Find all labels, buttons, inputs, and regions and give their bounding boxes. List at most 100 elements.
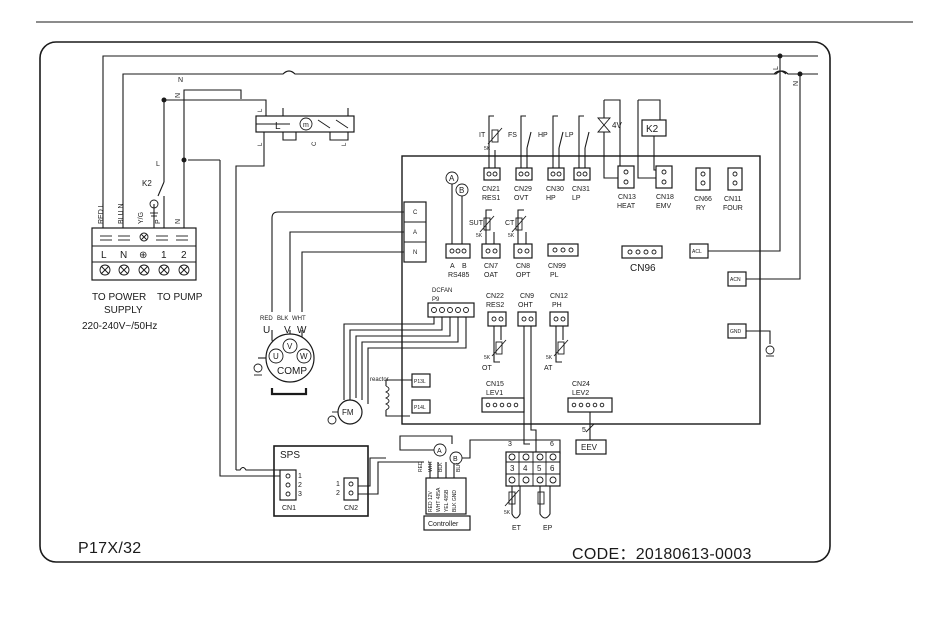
cap-terminals: C A N [403,201,427,263]
cn7-fn-label: OAT [484,272,499,279]
sensor-it-5k: 5K [484,146,491,152]
cn66-cn11: CN66 RY CN11 FOUR [694,167,743,212]
cn12-sensor: CN12 PH 5K AT [544,293,569,372]
comp-u-mark: U [273,352,279,361]
cn31-fn-label: LP [572,195,581,202]
comp-wire-blk: BLK [277,316,288,322]
cn9-fn-label: OHT [518,302,534,309]
reactor-lead-2: L [258,142,264,146]
acl-l-tag: L [773,66,780,70]
eev-valve: 5 EEV [575,412,607,455]
lead-label-n: N [175,219,182,224]
ctrl-pin-485b: YEL 485B [444,489,450,512]
bus-n-tag: N [175,93,182,98]
cn29-fn-label: OVT [514,195,529,202]
cn22-fn-label: RES2 [486,302,504,309]
cn11-fn-label: FOUR [723,205,743,212]
sps-cn1-pin2: 2 [298,482,302,489]
eev-wire-count: 5 [582,427,586,434]
sps-title: SPS [280,450,300,461]
sps-cn2-pin1: 1 [336,481,340,488]
comp-v-mark: V [287,342,293,351]
model-label: P17X/32 [78,540,142,557]
diagram-frame [39,41,831,563]
strip-top-6: 6 [550,441,554,448]
rs485-name: RS485 [448,272,470,279]
rs485-b-symbol: B [459,186,464,195]
cn8-label: CN8 [516,263,530,270]
valve-4v-label: 4V [612,121,622,130]
sensor-lp-label: LP [565,132,574,139]
main-pcb [401,155,761,425]
rs485-a-label: A [450,263,455,270]
four-way-valve: 4V CN13 HEAT [597,99,636,210]
to-pump-label: TO PUMP [157,292,203,303]
strip-et-label: ET [512,525,522,532]
cn12-label: CN12 [550,293,568,300]
acl-label: ACL [692,249,702,255]
comp-wire-red: RED [260,316,273,322]
controller-label: Controller [428,521,459,528]
terminal-label-n: N [120,250,127,261]
dcfan-label: DCFAN [432,288,452,294]
cn13-label: CN13 [618,194,636,201]
ctrl-wire-red: RED [418,461,424,472]
ctrl-pin-gnd: BLK GND [452,490,458,512]
ctrl-pin-12v: RED 12V [428,490,434,512]
cn96: CN96 [621,245,663,274]
strip-et-5k: 5K [504,510,511,516]
ct-label: CT [505,220,515,227]
comp-wire-wht: WHT [292,316,306,322]
cap-a-label: A [413,230,417,236]
acl-terminal: ACL [689,56,781,259]
cn13-fn-label: HEAT [617,203,636,210]
sensor-hp-label: HP [538,132,548,139]
strip-r1-4: 4 [523,464,528,473]
sensor-fs-label: FS [508,132,517,139]
reactor-label: reactor [370,377,389,383]
lev2-connector: CN24 LEV2 [567,381,613,413]
sensor-it-label: IT [479,132,486,139]
reactor-coil [384,385,390,411]
p14l-terminal [411,399,431,414]
at-label: AT [544,365,553,372]
rs485-a-symbol: A [449,174,455,183]
p9-label: P9 [432,297,440,303]
comp-w-mark: W [300,352,308,361]
cn18-fn-label: EMV [656,203,672,210]
strip-ep-label: EP [543,525,553,532]
junction-dot-4 [797,71,803,77]
sps-cn1-pin1: 1 [298,473,302,480]
strip-top-3: 3 [508,441,512,448]
cn8-sensor: CT 5K CN8 OPT [505,209,533,279]
cn7-label: CN7 [484,263,498,270]
ct-5k: 5K [508,233,515,239]
k2-relay-label: K2 [646,124,659,135]
cn66-label: CN66 [694,196,712,203]
ctrl-pin-485a: WHT 485A [436,487,442,512]
cn12-fn-label: PH [552,302,562,309]
ctrl-wire-blk2: BLK [456,462,462,472]
ground-symbol [149,199,159,217]
cn31-label: CN31 [572,186,590,193]
fan-motor-symbol: FM [337,399,363,425]
reactor-block: m L [255,115,355,133]
lev1-connector: CN15 LEV1 [481,381,525,413]
ctrl-a-symbol: A [437,448,442,455]
cn8-fn-label: OPT [516,272,531,279]
ctrl-b-symbol: B [453,456,458,463]
gnd-terminal: GND [727,323,775,357]
fan-ground-symbol [327,411,338,425]
p13l-terminal [411,373,431,388]
cn7-sensor: SUT 5K CN7 OAT [469,209,501,279]
strip-r1-3: 3 [510,464,515,473]
ot-5k: 5K [484,355,491,361]
p13l-label: P13L [414,379,426,385]
cn22-label: CN22 [486,293,504,300]
terminal-label-2: 2 [181,250,187,261]
terminal-label-l: L [101,250,107,261]
voltage-label: 220-240V~/50Hz [82,321,157,332]
ot-label: OT [482,365,492,372]
cap-c-label: C [413,210,418,216]
